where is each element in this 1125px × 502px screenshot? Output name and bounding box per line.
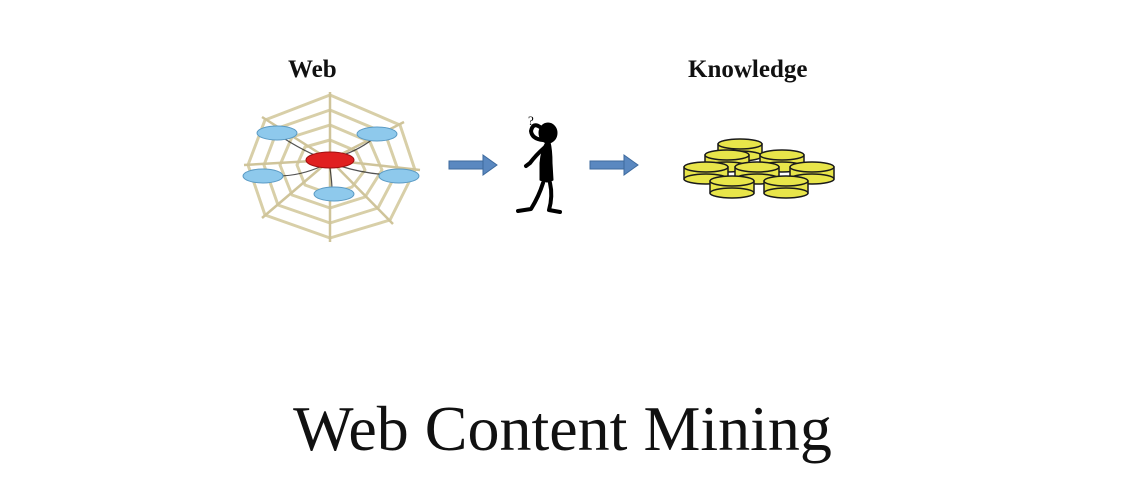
coin xyxy=(763,175,809,199)
svg-text:?: ? xyxy=(528,113,534,128)
web-node xyxy=(313,186,355,202)
knowledge-label: Knowledge xyxy=(688,56,808,83)
web-label: Web xyxy=(288,56,337,83)
coin xyxy=(709,175,755,199)
web-node xyxy=(356,126,398,142)
arrow-right-icon xyxy=(589,154,639,176)
coin-stack-icon xyxy=(683,138,835,199)
arrow-right-icon xyxy=(448,154,498,176)
web-node xyxy=(378,168,420,184)
web-node xyxy=(256,125,298,141)
web-node xyxy=(242,168,284,184)
thinking-person-icon: ? xyxy=(516,113,562,214)
web-center-node xyxy=(305,151,355,169)
slide-title: Web Content Mining xyxy=(293,393,832,464)
